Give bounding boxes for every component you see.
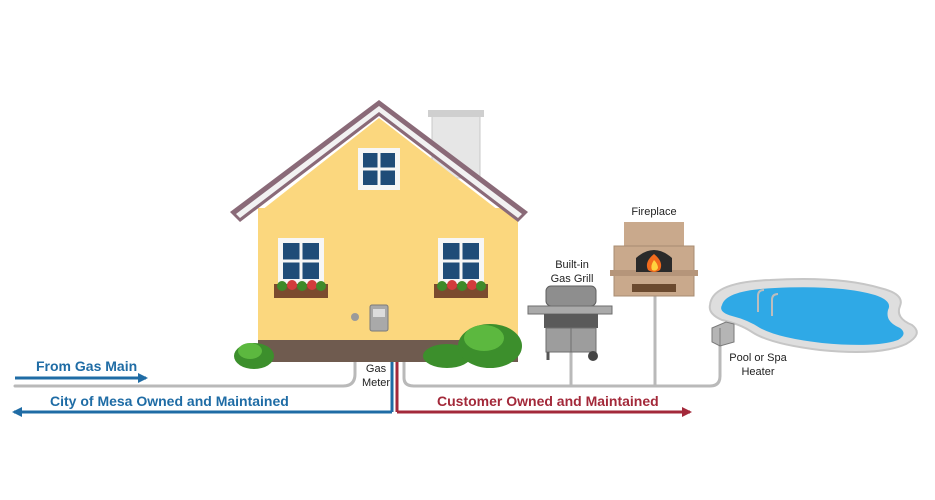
fireplace [610, 222, 698, 297]
gas-meter-label: Gas Meter [356, 362, 396, 390]
city-owned-label: City of Mesa Owned and Maintained [50, 393, 289, 409]
house [230, 100, 528, 362]
gas-grill-label-line2: Gas Grill [550, 273, 594, 285]
gas-meter-label-line2: Meter [361, 377, 391, 389]
pool [708, 278, 918, 353]
right-window [434, 238, 488, 298]
gas-grill [527, 285, 613, 361]
gas-grill-label: Built-in Gas Grill [540, 258, 604, 286]
bushes [234, 324, 522, 369]
customer-owned-label: Customer Owned and Maintained [437, 393, 659, 409]
pool-heater-label: Pool or Spa Heater [726, 351, 790, 379]
attic-window [358, 148, 400, 190]
pool-heater-label-line1: Pool or Spa [729, 352, 787, 364]
pool-heater [711, 321, 735, 347]
from-gas-main-label: From Gas Main [36, 358, 138, 374]
pool-heater-label-line2: Heater [741, 366, 775, 378]
gas-meter [351, 304, 389, 332]
gas-grill-label-line1: Built-in [555, 259, 589, 271]
gas-meter-label-line1: Gas [365, 363, 387, 375]
fireplace-label: Fireplace [631, 206, 677, 218]
left-window [274, 238, 328, 298]
